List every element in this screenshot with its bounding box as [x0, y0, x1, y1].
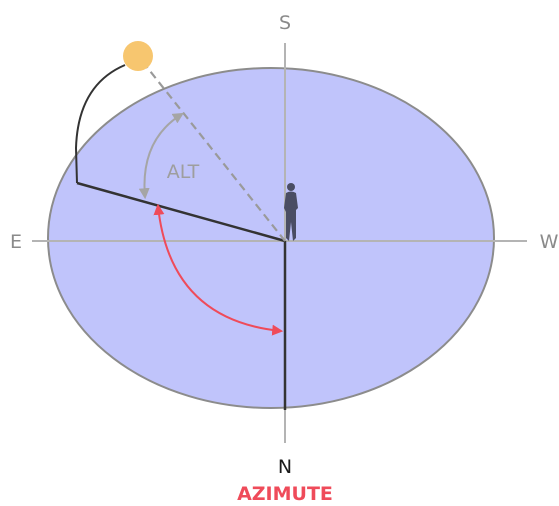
azimuth-arc [153, 203, 284, 336]
altitude-arc [138, 112, 184, 200]
west-label: W [540, 231, 559, 253]
sun-icon [123, 41, 153, 71]
azimuth-label: AZIMUTE [237, 483, 333, 505]
sun-elevation-path [74, 64, 126, 184]
line-of-sight [145, 65, 286, 242]
south-label: S [279, 12, 291, 34]
person-silhouette-icon [284, 183, 298, 241]
north-label: N [278, 456, 292, 478]
east-label: E [10, 231, 22, 253]
altitude-label: ALT [167, 161, 200, 183]
